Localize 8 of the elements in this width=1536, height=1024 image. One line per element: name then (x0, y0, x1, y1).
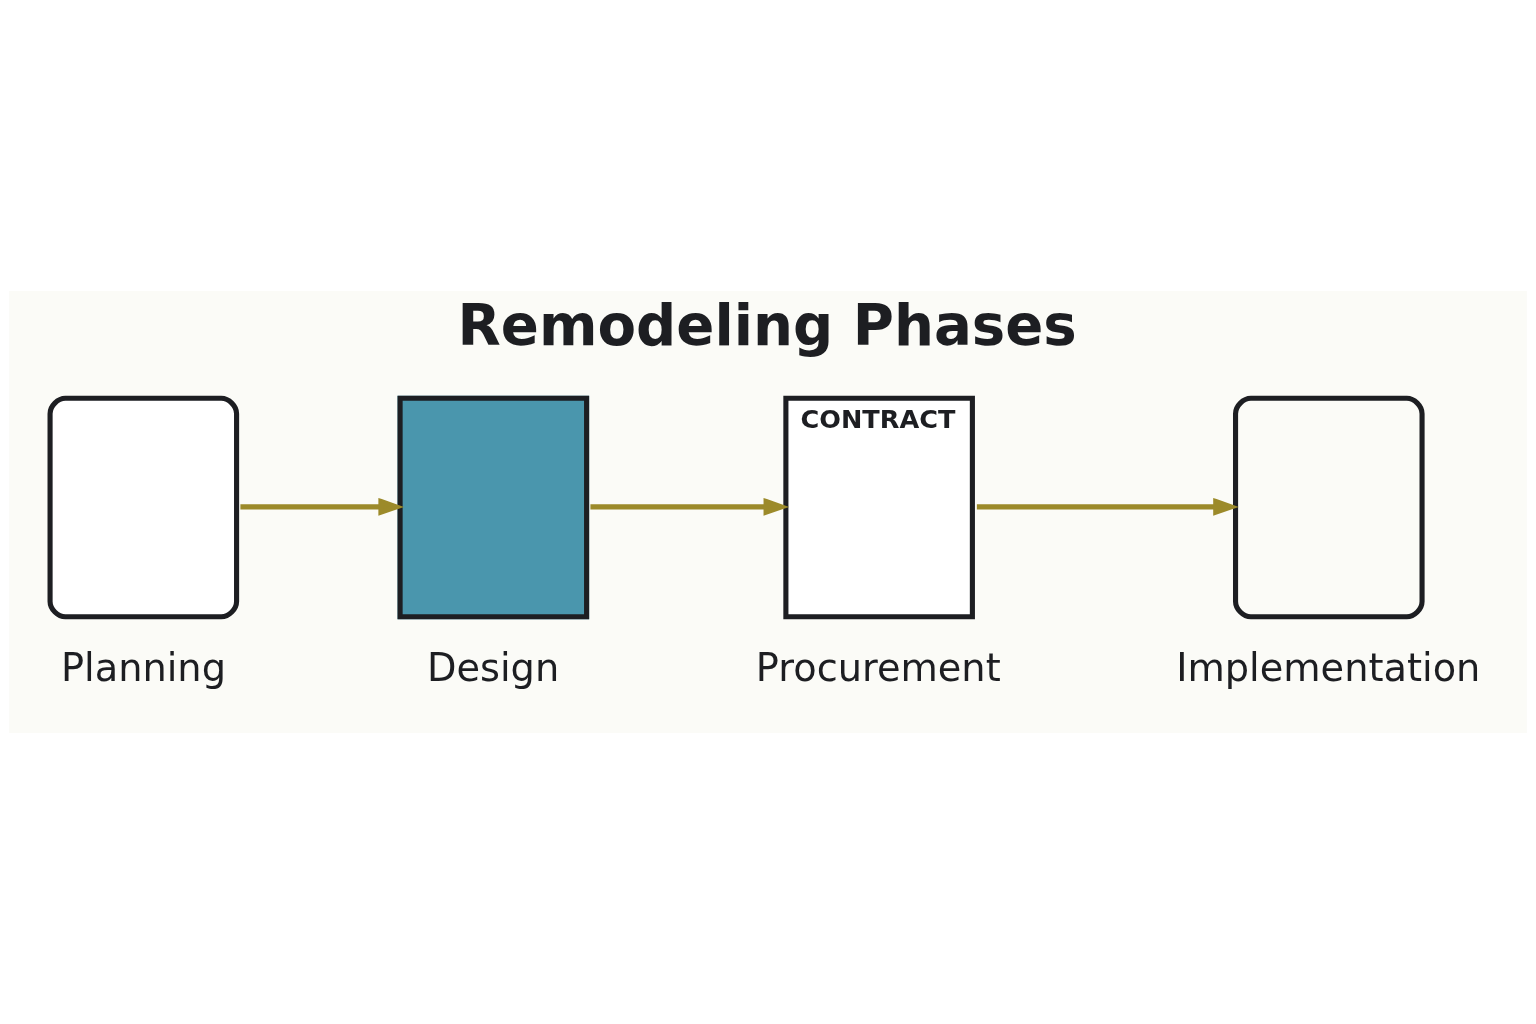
arrow (240, 497, 404, 516)
node-label: Planning (60, 644, 226, 690)
node-label: Implementation (1176, 644, 1481, 690)
arrow (976, 497, 1239, 516)
arrow (590, 497, 790, 516)
diagram-title: Remodeling Phases (457, 292, 1077, 358)
node-label: Procurement (755, 644, 1001, 690)
node-label: Design (426, 644, 560, 690)
